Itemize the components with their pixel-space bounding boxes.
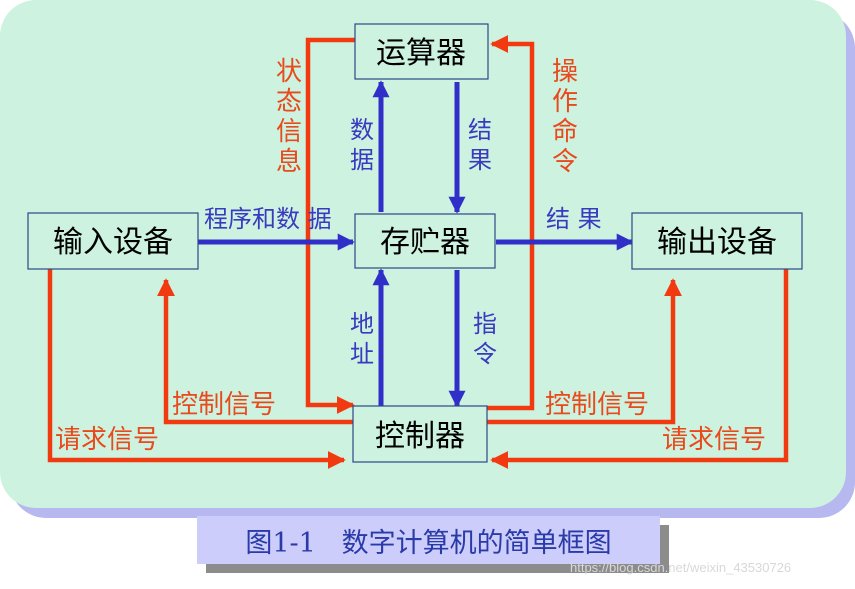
svg-text:信: 信 bbox=[276, 117, 302, 147]
alu-box: 运算器 bbox=[354, 23, 489, 80]
operation-command-label: 操 作 命 令 bbox=[552, 57, 578, 177]
svg-text:状: 状 bbox=[276, 57, 302, 87]
control-signal-left-label: 控制信号 bbox=[172, 390, 276, 420]
caption-text: 图1-1 数字计算机的简单框图 bbox=[245, 527, 612, 559]
svg-text:息: 息 bbox=[276, 147, 302, 177]
svg-text:作: 作 bbox=[552, 87, 578, 117]
status-info-line bbox=[305, 37, 355, 414]
svg-text:操: 操 bbox=[552, 57, 578, 87]
output-device-box: 输出设备 bbox=[631, 212, 803, 270]
svg-text:数: 数 bbox=[350, 116, 374, 144]
figure-caption: 图1-1 数字计算机的简单框图 bbox=[197, 516, 660, 564]
operation-command-line bbox=[487, 35, 535, 411]
alu-label: 运算器 bbox=[376, 36, 466, 71]
request-signal-right-line bbox=[490, 268, 789, 469]
program-data-label: 程序和数 据 bbox=[204, 205, 332, 233]
controller-label: 控制器 bbox=[375, 419, 465, 454]
svg-text:结: 结 bbox=[468, 116, 492, 144]
result-out-label: 结 果 bbox=[546, 205, 602, 233]
svg-text:地: 地 bbox=[350, 310, 374, 338]
controller-box: 控制器 bbox=[352, 405, 488, 463]
control-signal-right-label: 控制信号 bbox=[545, 390, 649, 420]
svg-text:址: 址 bbox=[350, 340, 374, 368]
status-info-label: 状 态 信 息 bbox=[276, 57, 302, 177]
svg-text:据: 据 bbox=[350, 146, 374, 174]
input-device-box: 输入设备 bbox=[27, 212, 199, 270]
instruction-label: 指 令 bbox=[473, 310, 497, 368]
request-signal-left-line bbox=[47, 268, 346, 469]
svg-text:果: 果 bbox=[468, 146, 492, 174]
memory-label: 存贮器 bbox=[380, 225, 470, 260]
svg-text:指: 指 bbox=[473, 310, 497, 338]
svg-text:令: 令 bbox=[552, 147, 578, 177]
svg-text:命: 命 bbox=[552, 117, 578, 147]
address-label: 地 址 bbox=[350, 310, 374, 368]
output-device-label: 输出设备 bbox=[657, 225, 777, 260]
request-signal-right-label: 请求信号 bbox=[662, 425, 766, 455]
input-device-label: 输入设备 bbox=[53, 225, 173, 260]
watermark: https://blog.csdn.net/weixin_43530726 bbox=[570, 560, 792, 575]
svg-text:态: 态 bbox=[276, 87, 302, 117]
request-signal-left-label: 请求信号 bbox=[55, 425, 159, 455]
data-label: 数 据 bbox=[350, 116, 374, 174]
result-label: 结 果 bbox=[468, 116, 492, 174]
control-signal-left-line bbox=[157, 278, 353, 425]
svg-text:令: 令 bbox=[473, 340, 497, 368]
memory-box: 存贮器 bbox=[354, 213, 496, 269]
control-signal-right-line bbox=[487, 278, 682, 425]
